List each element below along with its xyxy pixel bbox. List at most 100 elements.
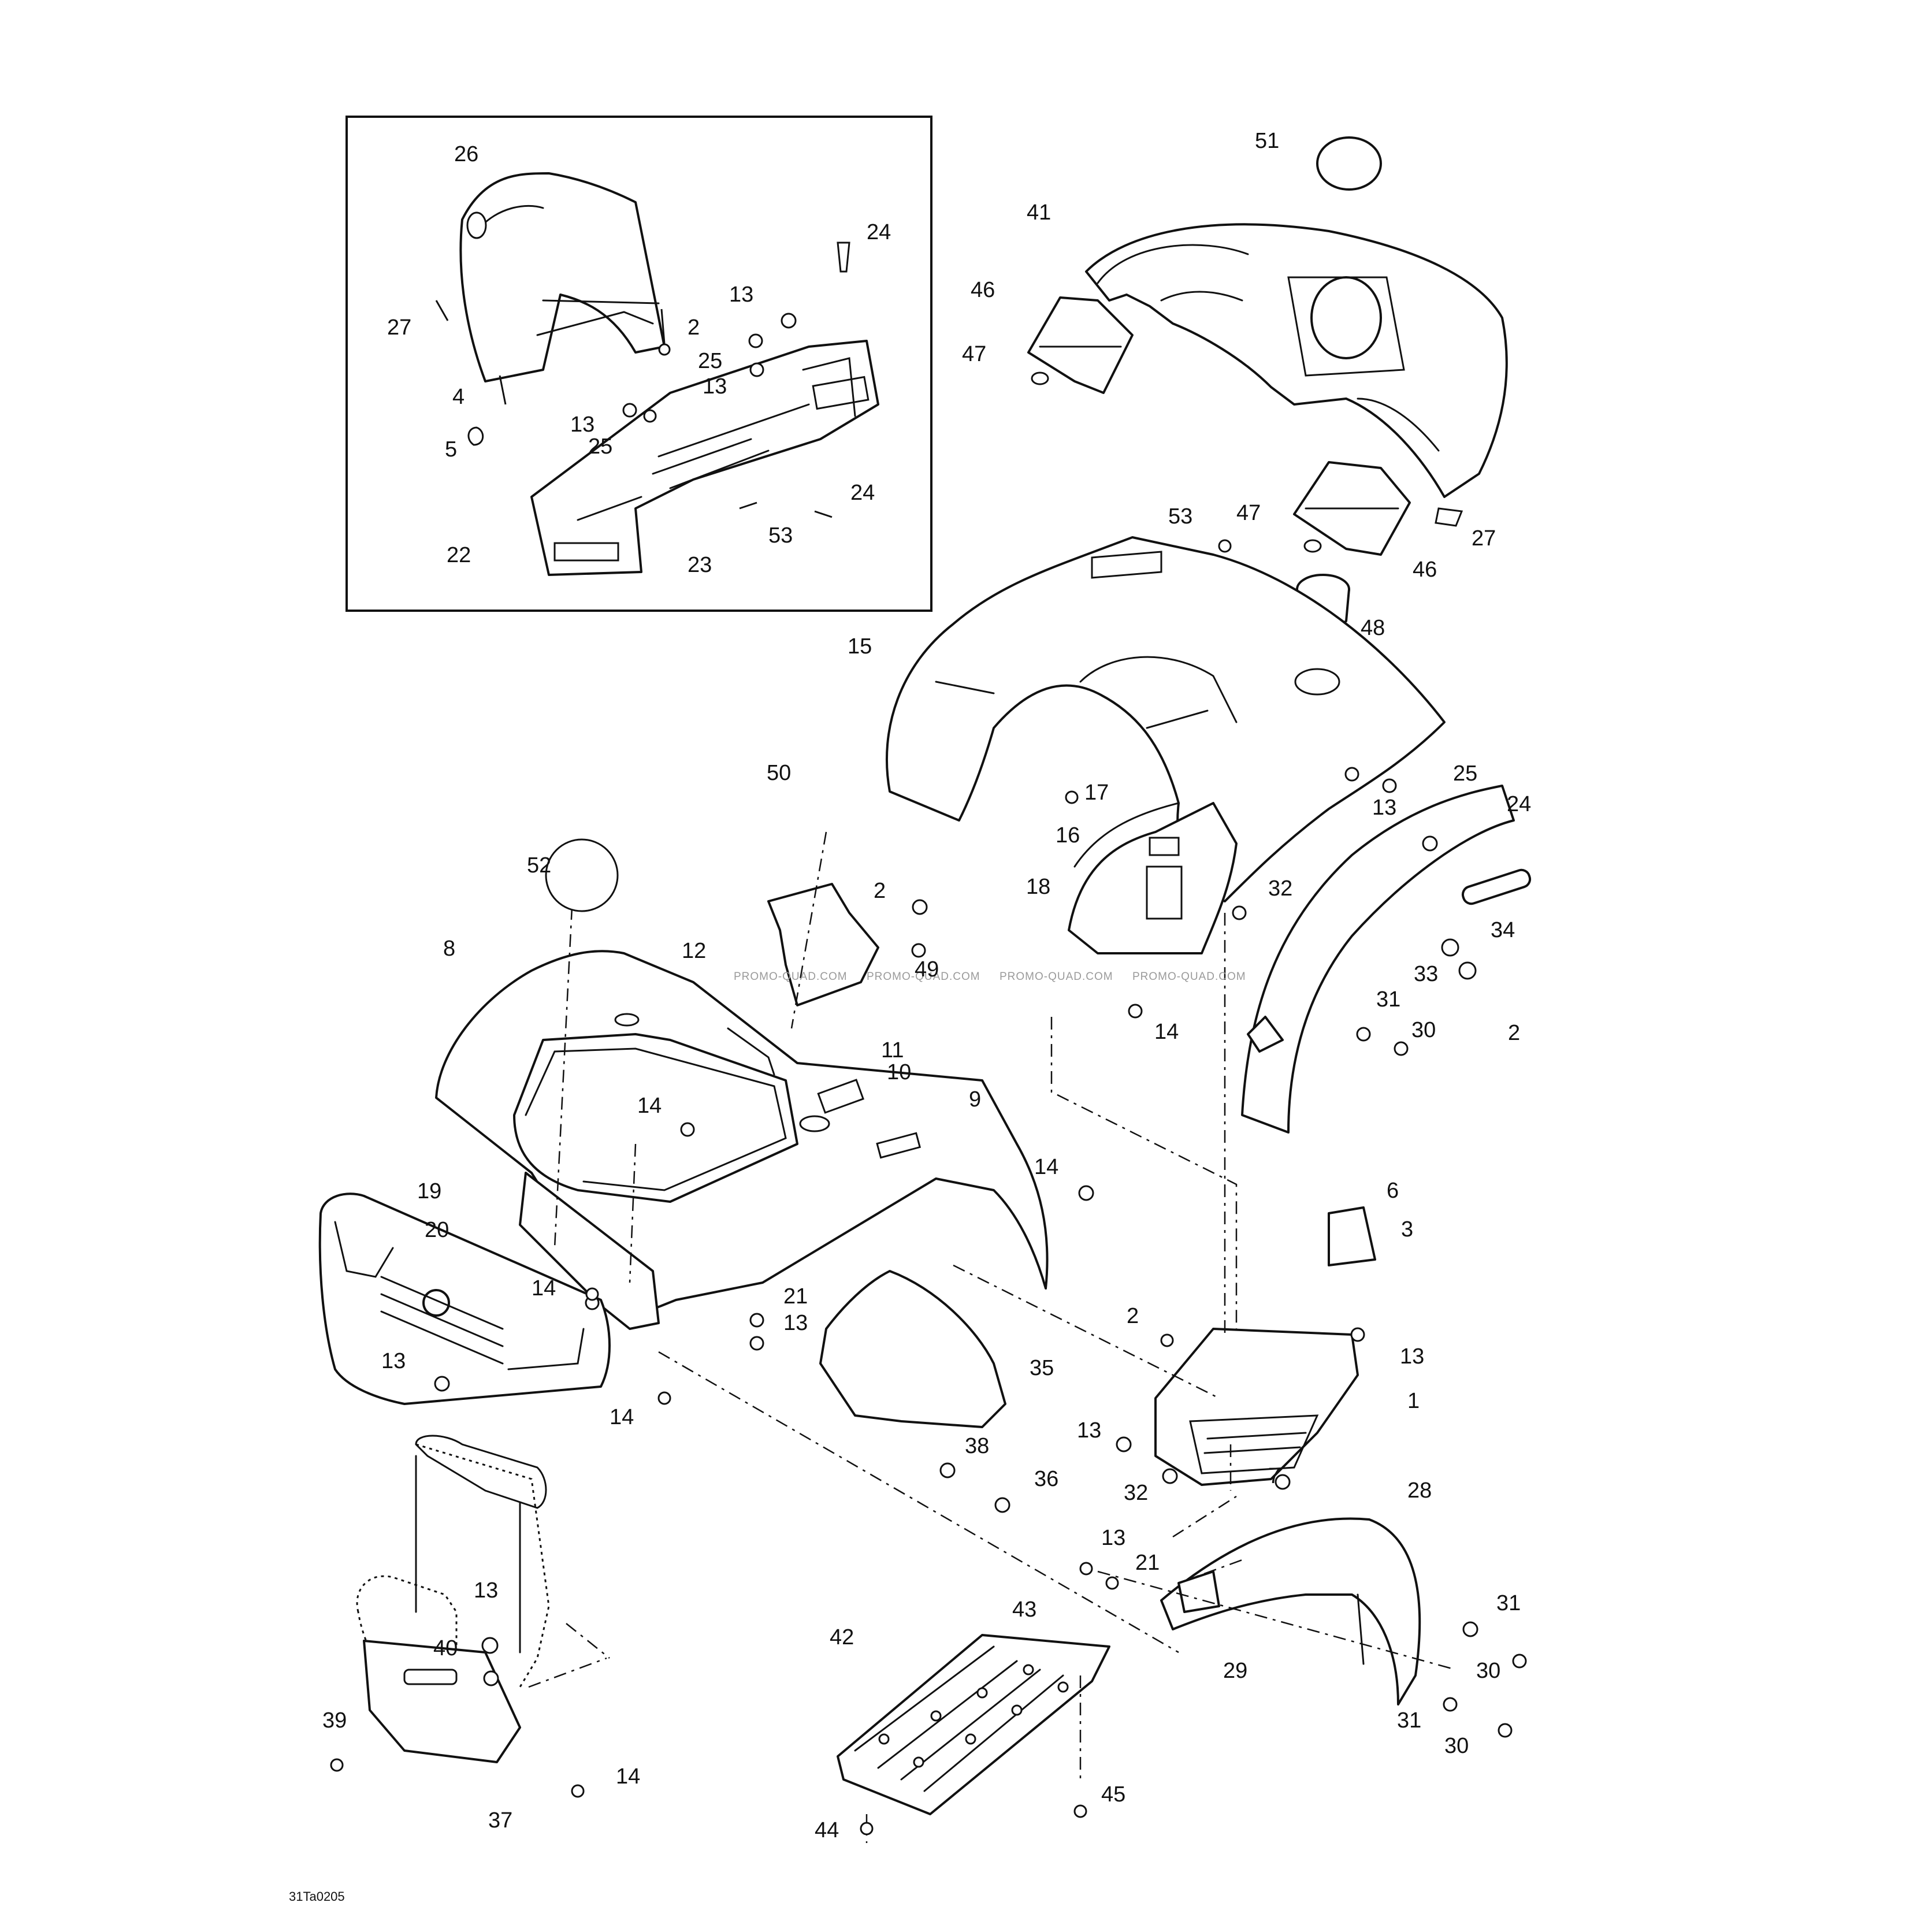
callout-label: 33 xyxy=(1414,962,1438,986)
callout-label: 39 xyxy=(322,1708,347,1733)
reference-lines xyxy=(528,831,1457,1843)
callout-label: 10 xyxy=(887,1060,911,1084)
callout-label: 4 xyxy=(452,385,465,409)
part-front-guard xyxy=(356,1435,550,1763)
part-clip-27-right xyxy=(1435,507,1463,527)
callout-label: 14 xyxy=(1154,1020,1179,1044)
part-front-bumper xyxy=(318,1192,611,1405)
callout-label: 2 xyxy=(688,315,700,340)
part-handle-insert-left xyxy=(1027,296,1134,394)
callout-label: 38 xyxy=(965,1434,989,1458)
callout-label: 30 xyxy=(1476,1659,1500,1683)
callout-label: 13 xyxy=(783,1311,808,1335)
callout-label: 47 xyxy=(962,342,986,366)
callout-label: 14 xyxy=(616,1764,640,1789)
part-fender-flare xyxy=(1241,785,1532,1134)
callout-label: 2 xyxy=(1508,1021,1520,1045)
callout-label: 35 xyxy=(1030,1356,1054,1380)
watermark-1: PROMO-QUAD.COM xyxy=(734,971,848,983)
callout-label: 30 xyxy=(1411,1018,1436,1042)
inset-frame xyxy=(345,116,932,612)
callout-label: 19 xyxy=(417,1179,441,1203)
callout-label: 24 xyxy=(850,481,875,505)
callout-label: 27 xyxy=(1472,526,1496,551)
watermark-2: PROMO-QUAD.COM xyxy=(867,971,980,983)
callout-label: 7 xyxy=(1268,1464,1280,1488)
part-inner-splash-guard xyxy=(819,1270,1006,1428)
callout-label: 14 xyxy=(532,1276,556,1301)
callout-label: 41 xyxy=(1027,200,1051,225)
callout-label: 45 xyxy=(1101,1782,1125,1807)
callout-label: 13 xyxy=(1101,1526,1125,1550)
callout-label: 15 xyxy=(848,634,872,659)
callout-label: 46 xyxy=(971,278,995,302)
callout-label: 25 xyxy=(1453,761,1477,786)
callout-label: 44 xyxy=(815,1818,839,1842)
callout-label: 32 xyxy=(1124,1481,1148,1505)
callout-label: 51 xyxy=(1255,129,1279,153)
watermark-4: PROMO-QUAD.COM xyxy=(1132,971,1246,983)
callout-label: 52 xyxy=(527,853,551,878)
callout-label: 26 xyxy=(454,142,478,166)
callout-label: 21 xyxy=(783,1284,808,1309)
callout-label: 48 xyxy=(1361,616,1385,640)
inset-hardware xyxy=(435,242,850,518)
watermark-3: PROMO-QUAD.COM xyxy=(1000,971,1113,983)
callout-label: 37 xyxy=(488,1808,512,1833)
part-rear-mudflap xyxy=(1160,1517,1421,1706)
hardware-items xyxy=(330,539,1527,1836)
callout-label: 53 xyxy=(768,523,793,548)
callout-label: 34 xyxy=(1491,918,1515,942)
callout-label: 24 xyxy=(867,220,891,244)
part-front-grille xyxy=(530,340,879,576)
callout-label: 23 xyxy=(688,553,712,577)
callout-label: 14 xyxy=(610,1405,634,1429)
callout-label: 40 xyxy=(433,1636,458,1660)
callout-numbers: 26 24 13 27 2 25 13 4 13 5 25 24 53 22 2… xyxy=(322,129,1531,1842)
callout-label: 13 xyxy=(570,413,595,437)
callout-label: 2 xyxy=(874,879,886,903)
callout-label: 13 xyxy=(1372,796,1396,820)
callout-label: 22 xyxy=(447,543,471,567)
part-rear-cover xyxy=(1085,136,1508,498)
callout-label: 32 xyxy=(1268,876,1292,901)
part-front-fender xyxy=(435,950,1049,1330)
callout-label: 13 xyxy=(474,1578,498,1603)
part-skid-plate xyxy=(837,1634,1110,1815)
callout-label: 13 xyxy=(729,283,753,307)
callout-label: 29 xyxy=(1223,1659,1247,1683)
part-footrest xyxy=(1154,1206,1376,1486)
callout-label: 50 xyxy=(767,761,791,785)
callout-label: 6 xyxy=(1387,1179,1399,1203)
callout-label: 28 xyxy=(1407,1478,1432,1503)
callout-label: 17 xyxy=(1084,781,1109,805)
callout-label: 30 xyxy=(1444,1734,1469,1758)
callout-label: 13 xyxy=(1077,1418,1101,1443)
callout-label: 12 xyxy=(682,939,706,963)
callout-label: 24 xyxy=(1507,792,1531,816)
callout-label: 14 xyxy=(637,1094,662,1118)
callout-label: 9 xyxy=(969,1087,981,1112)
callout-label: 25 xyxy=(698,349,722,373)
part-rear-fender xyxy=(885,536,1446,954)
part-bracket-49 xyxy=(767,883,879,1006)
callout-label: 5 xyxy=(445,437,457,462)
callout-label: 36 xyxy=(1034,1467,1058,1491)
callout-label: 13 xyxy=(703,374,727,399)
callout-label: 42 xyxy=(830,1625,854,1649)
callout-label: 3 xyxy=(1401,1217,1413,1242)
figure-code: 31Ta0205 xyxy=(289,1889,345,1904)
callout-label: 31 xyxy=(1376,987,1400,1012)
callout-label: 31 xyxy=(1496,1591,1521,1615)
callout-label: 21 xyxy=(1135,1551,1160,1575)
callout-label: 53 xyxy=(1168,504,1192,529)
callout-label: 13 xyxy=(381,1349,406,1373)
callout-label: 13 xyxy=(1400,1344,1424,1369)
callout-label: 18 xyxy=(1026,875,1050,899)
callout-label: 43 xyxy=(1012,1597,1036,1622)
callout-label: 49 xyxy=(915,957,939,982)
callout-label: 20 xyxy=(425,1218,449,1242)
part-front-fascia-upper xyxy=(459,172,666,382)
callout-label: 16 xyxy=(1056,823,1080,848)
